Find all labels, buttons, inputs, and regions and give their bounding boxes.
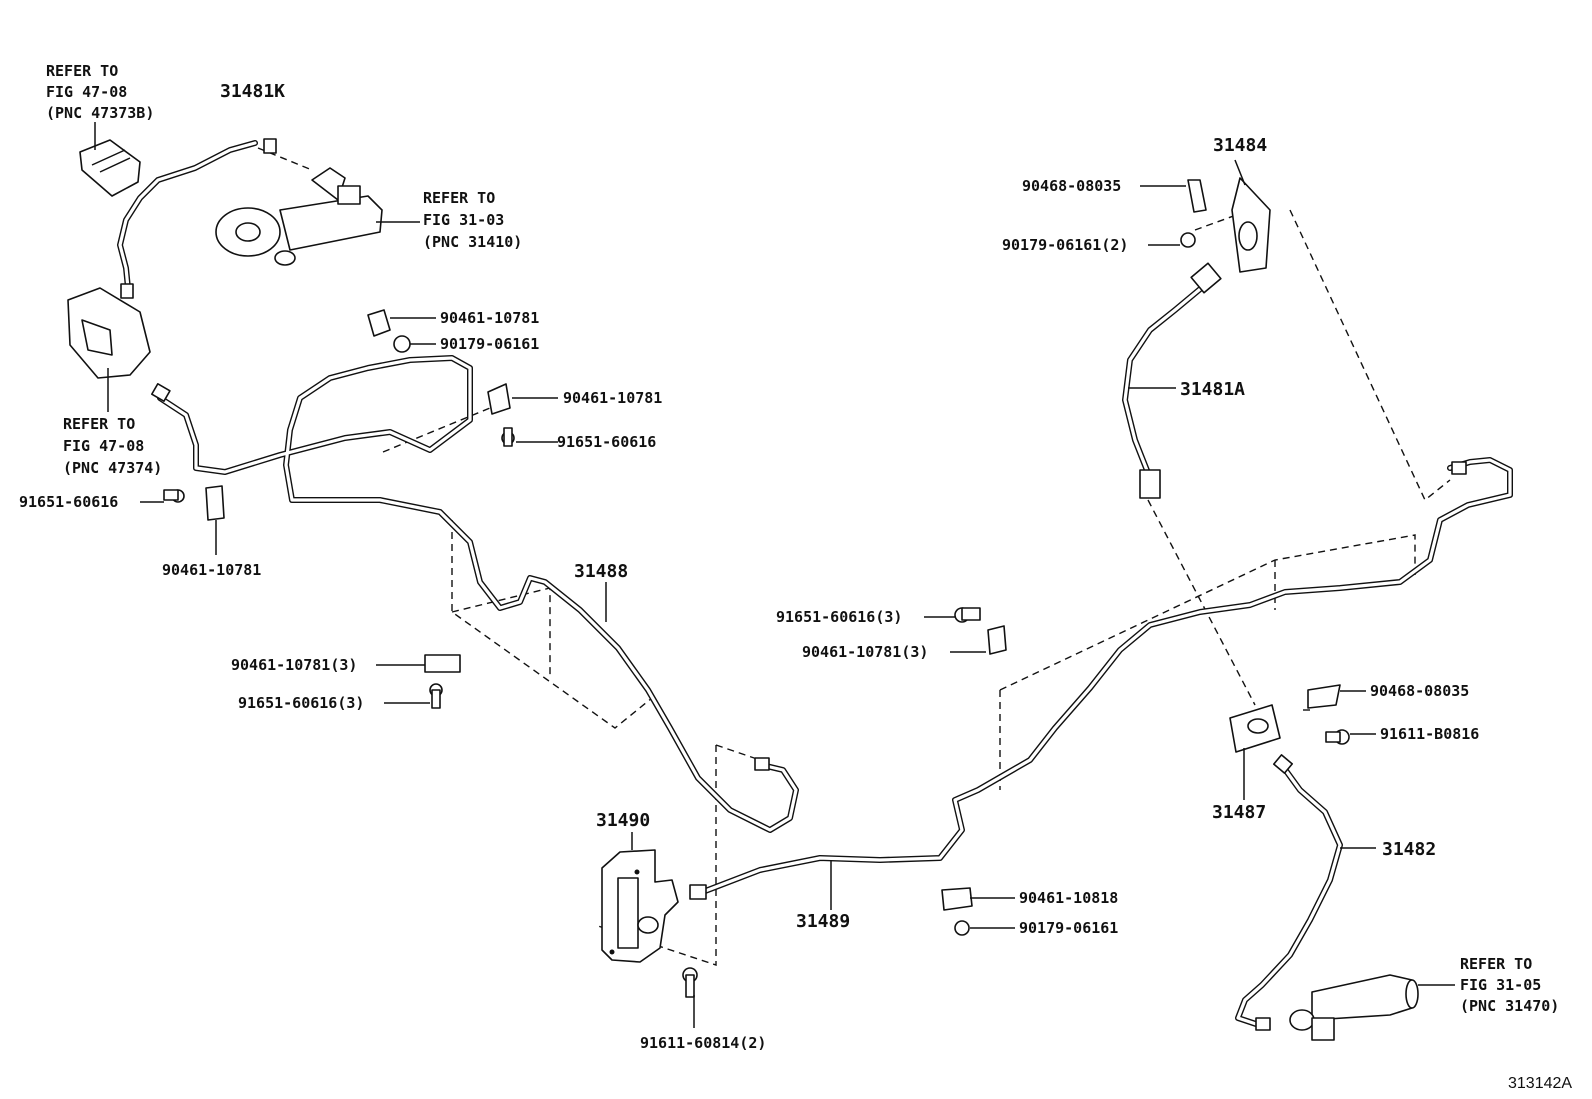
callout-31489: 31489 xyxy=(796,911,850,932)
callout-31487: 31487 xyxy=(1212,802,1266,823)
callout-91651-60616-a: 91651-60616 xyxy=(557,433,656,451)
clutch-damper xyxy=(601,849,679,963)
callout-91611-b0816: 91611-B0816 xyxy=(1380,725,1479,743)
figure-id: 313142A xyxy=(1508,1075,1572,1092)
junction-block-lower xyxy=(67,287,151,379)
fittings xyxy=(120,138,1467,1031)
callout-31481k: 31481K xyxy=(220,81,285,102)
clutch-release-cylinder xyxy=(1289,974,1419,1041)
callout-90179-06161-b: 90179-06161 xyxy=(1019,919,1118,937)
pipes xyxy=(117,140,1513,1027)
callout-90461-10781-a: 90461-10781 xyxy=(440,309,539,327)
parts xyxy=(67,138,1467,1041)
callout-90179-06161-a: 90179-06161 xyxy=(440,335,539,353)
clutch-master-cylinder xyxy=(215,167,383,266)
leader-lines xyxy=(94,122,1455,1028)
callout-31490: 31490 xyxy=(596,810,650,831)
callout-90461-10818: 90461-10818 xyxy=(1019,889,1118,907)
callout-90461-10781-3: 90461-10781(3) xyxy=(231,656,357,674)
callout-90461-10781-b: 90461-10781 xyxy=(563,389,662,407)
dashed-guides xyxy=(257,147,1451,966)
callout-31481a: 31481A xyxy=(1180,379,1245,400)
callout-90468-08035-a: 90468-08035 xyxy=(1022,177,1121,195)
callout-31488: 31488 xyxy=(574,561,628,582)
callout-91651-60616-3: 91651-60616(3) xyxy=(238,694,364,712)
callout-90461-10781-3b: 90461-10781(3) xyxy=(802,643,928,661)
callout-31484: 31484 xyxy=(1213,135,1267,156)
part-callouts: 31481K 31488 31490 31489 31484 31481A 31… xyxy=(19,81,1479,1052)
callout-90468-08035-b: 90468-08035 xyxy=(1370,682,1469,700)
callout-90461-10781-c: 90461-10781 xyxy=(162,561,261,579)
callout-91651-60616-3b: 91651-60616(3) xyxy=(776,608,902,626)
junction-block-upper xyxy=(79,139,141,197)
callout-91651-60616-b: 91651-60616 xyxy=(19,493,118,511)
callout-90179-06161-2: 90179-06161(2) xyxy=(1002,236,1128,254)
callout-31482: 31482 xyxy=(1382,839,1436,860)
callout-91611-60814-2: 91611-60814(2) xyxy=(640,1034,766,1052)
